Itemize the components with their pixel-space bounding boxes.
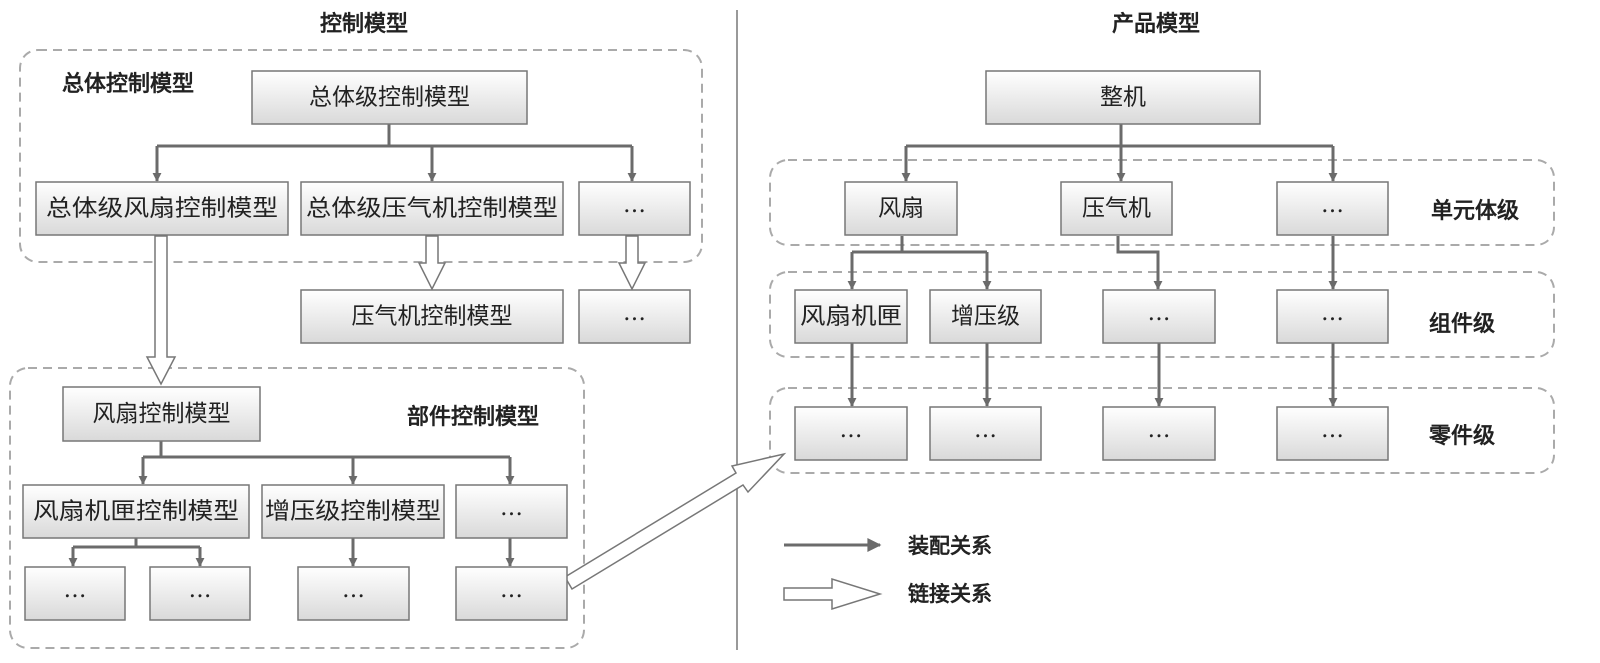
node-overall-etc: … — [578, 181, 691, 236]
edge-to-compressor-assembly-etc — [1116, 236, 1163, 290]
node-unit-etc-assembly: … — [1276, 289, 1389, 344]
node-overall-compressor-control-text: 总体级压气机控制模型 — [306, 196, 558, 222]
node-engine-text: 整机 — [1100, 85, 1146, 111]
edge-fan-casing-children-trunk — [73, 538, 200, 549]
node-component-etc-child-text: … — [500, 577, 523, 603]
product-model-heading: 产品模型 — [1112, 12, 1200, 37]
node-fan: 风扇 — [844, 181, 958, 236]
node-fan-casing: 风扇机匣 — [794, 289, 908, 344]
node-compressor-text: 压气机 — [1082, 196, 1151, 222]
edge-fan-trunk — [852, 236, 987, 254]
node-fan-casing-part: … — [794, 406, 908, 461]
legend-link-arrow — [783, 577, 883, 611]
node-fan-casing-control: 风扇机匣控制模型 — [22, 484, 250, 539]
node-booster-control: 增压级控制模型 — [261, 484, 445, 539]
node-engine: 整机 — [985, 70, 1261, 125]
legend-assembly-label: 装配关系 — [908, 534, 992, 558]
node-overall-etc-child-text: … — [623, 300, 646, 326]
link-overall-etc-to-etc — [617, 235, 647, 291]
node-fan-casing-child-2-text: … — [189, 577, 212, 603]
link-overall-compressor-to-compressor-control — [417, 235, 447, 291]
node-fan-casing-control-text: 风扇机匣控制模型 — [33, 499, 239, 525]
node-compressor-assembly-etc: … — [1102, 289, 1216, 344]
assembly-connectors — [68, 124, 1338, 567]
edge-overall-trunk — [157, 124, 632, 148]
link-arrows — [145, 235, 883, 611]
overall-control-group — [19, 49, 703, 263]
node-overall-fan-control: 总体级风扇控制模型 — [35, 181, 289, 236]
node-component-etc: … — [455, 484, 568, 539]
node-overall-etc-child: … — [578, 289, 691, 344]
part-level-group — [769, 387, 1555, 474]
node-unit-etc: … — [1276, 181, 1389, 236]
part-level-label: 零件级 — [1428, 423, 1495, 449]
assembly-level-label: 组件级 — [1429, 311, 1495, 337]
node-overall-compressor-control: 总体级压气机控制模型 — [300, 181, 564, 236]
edge-fan-control-trunk — [143, 441, 510, 459]
component-control-label: 部件控制模型 — [407, 404, 539, 430]
node-booster-child-text: … — [342, 577, 365, 603]
node-fan-text: 风扇 — [878, 196, 924, 222]
node-booster-child: … — [297, 566, 410, 621]
node-compressor-part: … — [1102, 406, 1216, 461]
node-booster-part-text: … — [974, 417, 997, 443]
node-fan-control-text: 风扇控制模型 — [93, 401, 231, 427]
node-unit-etc-part: … — [1276, 406, 1389, 461]
unit-level-label: 单元体级 — [1431, 198, 1519, 224]
legend-link-label: 链接关系 — [908, 582, 992, 606]
link-overall-fan-to-fan-control — [145, 235, 177, 386]
node-overall-fan-control-text: 总体级风扇控制模型 — [46, 196, 278, 222]
edge-engine-trunk — [906, 124, 1333, 148]
node-component-etc-text: … — [500, 495, 523, 521]
node-fan-casing-child-1-text: … — [64, 577, 87, 603]
node-booster: 增压级 — [929, 289, 1042, 344]
node-fan-casing-text: 风扇机匣 — [800, 304, 902, 330]
link-component-to-product — [563, 452, 787, 591]
node-fan-control: 风扇控制模型 — [62, 386, 261, 442]
node-fan-casing-child-2: … — [149, 566, 251, 621]
overall-control-label: 总体控制模型 — [62, 71, 194, 97]
node-unit-etc-text: … — [1321, 192, 1344, 218]
assembly-level-group — [769, 271, 1555, 358]
node-booster-control-text: 增压级控制模型 — [265, 499, 441, 525]
node-unit-etc-part-text: … — [1321, 417, 1344, 443]
node-compressor-control: 压气机控制模型 — [300, 289, 564, 344]
node-overall-etc-text: … — [623, 192, 646, 218]
node-unit-etc-assembly-text: … — [1321, 300, 1344, 326]
node-fan-casing-part-text: … — [840, 417, 863, 443]
node-overall-level-control: 总体级控制模型 — [251, 70, 528, 125]
node-component-etc-child: … — [455, 566, 568, 621]
nodes: 总体级控制模型 总体级风扇控制模型 总体级压气机控制模型 … 压气机控制模型 …… — [22, 70, 1389, 621]
node-fan-casing-child-1: … — [24, 566, 126, 621]
node-compressor: 压气机 — [1060, 181, 1173, 236]
node-booster-text: 增压级 — [951, 304, 1020, 330]
node-overall-level-control-text: 总体级控制模型 — [309, 85, 470, 111]
node-booster-part: … — [929, 406, 1042, 461]
node-compressor-part-text: … — [1148, 417, 1171, 443]
legend: 装配关系 链接关系 — [784, 534, 992, 606]
unit-level-group — [769, 159, 1555, 246]
control-model-heading: 控制模型 — [320, 11, 408, 37]
node-compressor-control-text: 压气机控制模型 — [352, 304, 513, 330]
node-compressor-assembly-etc-text: … — [1148, 300, 1171, 326]
